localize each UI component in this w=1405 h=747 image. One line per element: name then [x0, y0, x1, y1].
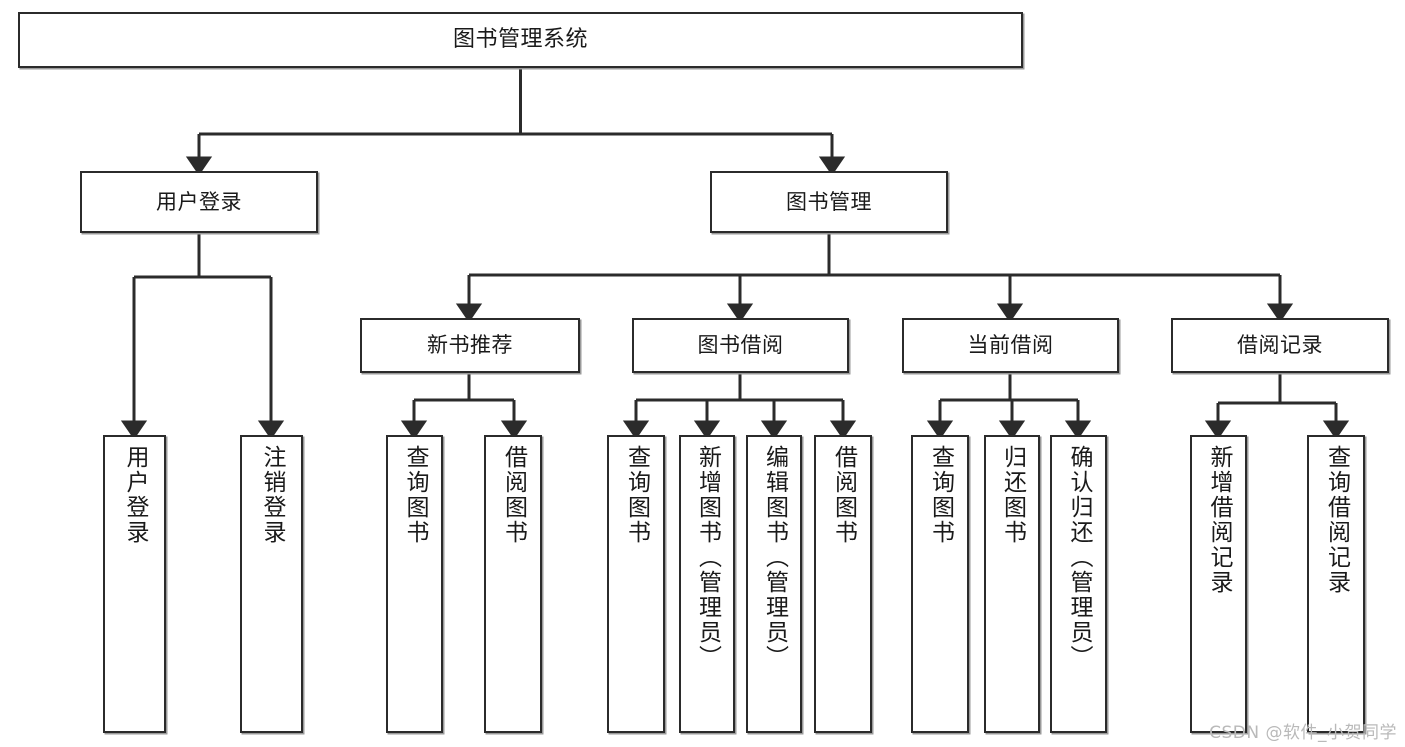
node-label: 图书借阅 [697, 333, 784, 358]
leaf-query-book-recommend[interactable]: 查询图书 [386, 435, 443, 733]
node-root-system[interactable]: 图书管理系统 [18, 12, 1023, 68]
node-book-management[interactable]: 图书管理 [710, 171, 948, 233]
leaf-query-book-borrow[interactable]: 查询图书 [607, 435, 665, 733]
leaf-borrow-book[interactable]: 借阅图书 [814, 435, 872, 733]
leaf-user-login[interactable]: 用户登录 [103, 435, 166, 733]
leaf-query-book-current[interactable]: 查询图书 [911, 435, 969, 733]
node-label: 借阅记录 [1237, 333, 1323, 358]
leaf-logout[interactable]: 注销登录 [240, 435, 303, 733]
node-borrow-records[interactable]: 借阅记录 [1171, 318, 1389, 373]
node-label: 查询图书 [623, 445, 650, 545]
node-label: 图书管理 [786, 189, 872, 214]
node-label: 图书管理系统 [452, 27, 588, 53]
node-user-login[interactable]: 用户登录 [80, 171, 318, 233]
node-label: 新书推荐 [427, 333, 513, 358]
leaf-confirm-return-admin[interactable]: 确认归还（管理员） [1050, 435, 1107, 733]
leaf-borrow-book-recommend[interactable]: 借阅图书 [484, 435, 542, 733]
node-new-book-recommend[interactable]: 新书推荐 [360, 318, 580, 373]
node-label: 确认归还（管理员） [1066, 445, 1092, 670]
node-label: 归还图书 [999, 445, 1026, 545]
csdn-watermark: CSDN @软件_小贺同学 [1209, 723, 1397, 743]
leaf-edit-book-admin[interactable]: 编辑图书（管理员） [746, 435, 802, 733]
node-label: 用户登录 [156, 189, 242, 214]
node-book-borrow[interactable]: 图书借阅 [632, 318, 849, 373]
node-label: 新增图书（管理员） [694, 445, 721, 670]
node-label: 用户登录 [122, 445, 148, 545]
node-label: 编辑图书（管理员） [761, 445, 788, 670]
node-label: 新增借阅记录 [1206, 445, 1232, 595]
leaf-add-borrow-record[interactable]: 新增借阅记录 [1190, 435, 1247, 733]
node-label: 查询图书 [927, 445, 954, 545]
node-label: 借阅图书 [830, 445, 857, 545]
node-label: 当前借阅 [967, 333, 1054, 358]
leaf-query-borrow-record[interactable]: 查询借阅记录 [1307, 435, 1365, 733]
node-label: 借阅图书 [500, 445, 527, 545]
leaf-add-book-admin[interactable]: 新增图书（管理员） [679, 435, 735, 733]
leaf-return-book[interactable]: 归还图书 [984, 435, 1040, 733]
node-label: 查询图书 [402, 445, 428, 545]
node-label: 注销登录 [259, 445, 285, 545]
node-label: 查询借阅记录 [1323, 445, 1350, 595]
node-current-borrow[interactable]: 当前借阅 [902, 318, 1119, 373]
